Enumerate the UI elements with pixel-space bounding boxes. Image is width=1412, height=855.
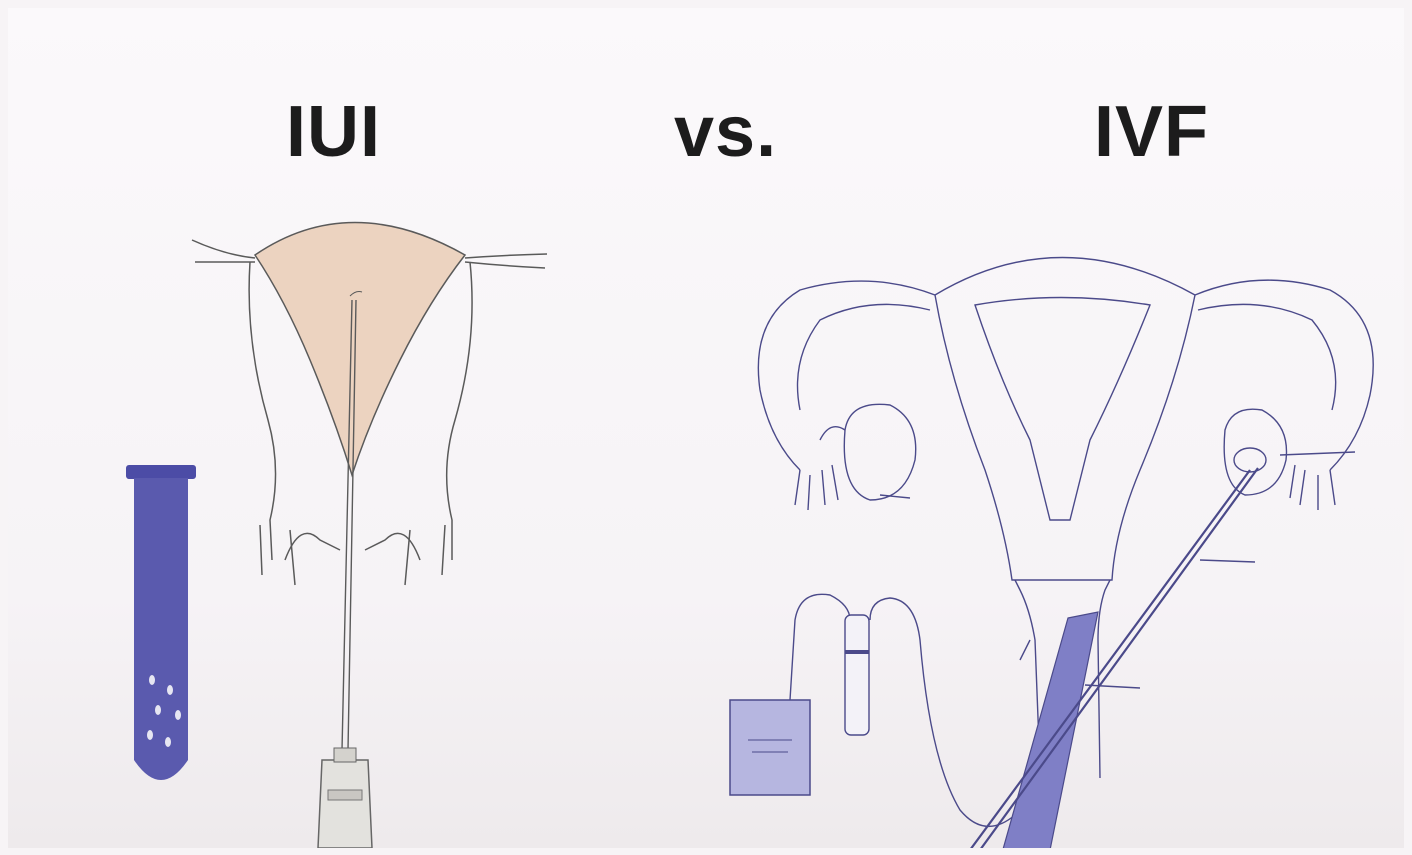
ivf-illustration <box>8 8 1404 848</box>
diagram-frame: IUI vs. IVF <box>8 8 1404 848</box>
suction-pump-icon <box>730 700 810 795</box>
ivf-right-fimbriae <box>1290 465 1335 510</box>
ivf-left-tube <box>758 281 935 470</box>
ivf-right-tube <box>1195 280 1373 470</box>
collection-tube-icon <box>845 615 869 735</box>
aspiration-needle-icon <box>970 468 1258 848</box>
ivf-uterus-body <box>935 258 1195 581</box>
ultrasound-probe-icon <box>1000 612 1098 848</box>
ivf-left-fimbriae <box>795 427 845 510</box>
ivf-left-ovary <box>844 404 915 500</box>
ivf-suction-tubing <box>790 594 1015 826</box>
ivf-right-ovary <box>1224 409 1286 495</box>
ivf-uterus-cavity <box>975 298 1150 521</box>
